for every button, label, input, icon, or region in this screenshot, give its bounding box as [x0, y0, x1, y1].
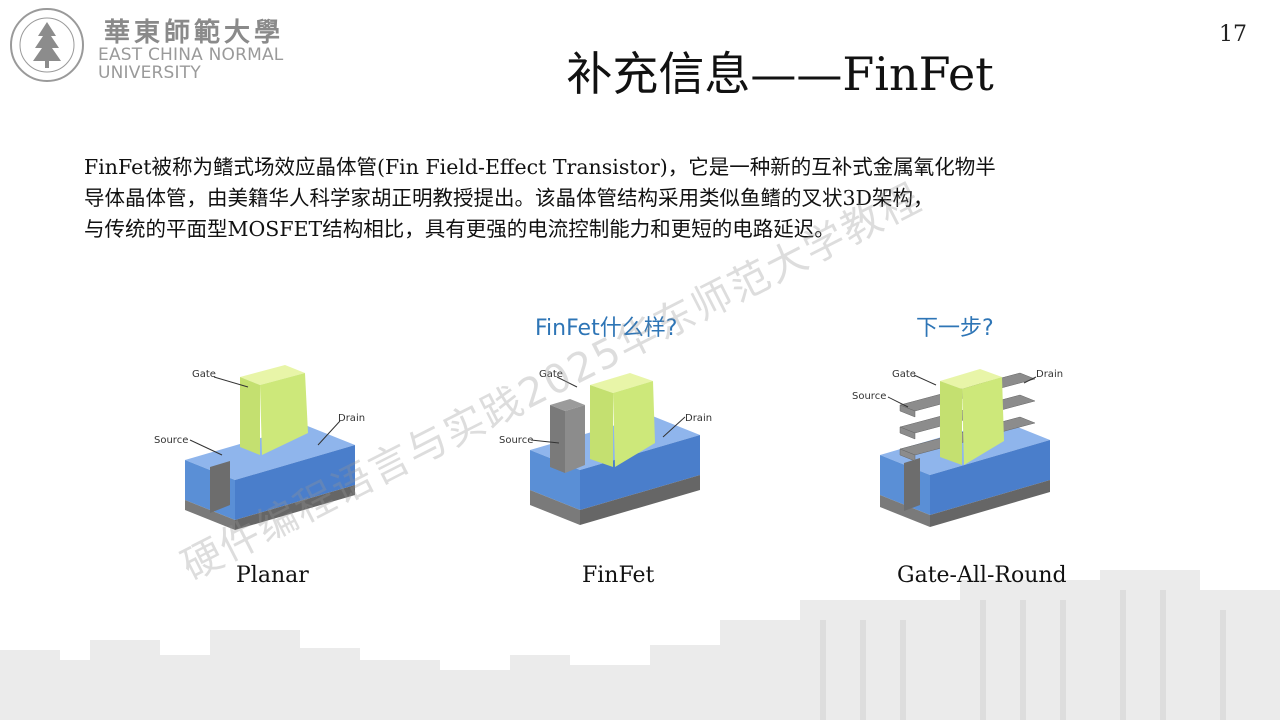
finfet-gate-label: Gate: [539, 369, 563, 380]
university-logo: 華東師範大學 EAST CHINA NORMAL UNIVERSITY: [8, 6, 298, 84]
gaa-gate-label: Gate: [892, 369, 916, 380]
planar-transistor-diagram: Gate Source Drain: [154, 365, 365, 530]
finfet-source-label: Source: [499, 435, 533, 446]
planar-gate-label: Gate: [192, 369, 216, 380]
body-line-1: FinFet被称为鳍式场效应晶体管(Fin Field-Effect Trans…: [84, 155, 996, 179]
logo-english-name-line1: EAST CHINA NORMAL: [98, 45, 284, 65]
gaa-source-label: Source: [852, 391, 886, 402]
finfet-question: FinFet什么样?: [535, 316, 678, 341]
planar-source-label: Source: [154, 435, 188, 446]
university-seal-icon: [10, 8, 84, 82]
finfet-caption: FinFet: [582, 563, 655, 588]
page-number: 17: [1219, 22, 1247, 47]
gate-all-round-transistor-diagram: Gate Source Drain: [852, 369, 1063, 527]
campus-skyline-background: [0, 570, 1280, 720]
planar-caption: Planar: [236, 563, 309, 588]
gaa-drain-label: Drain: [1036, 369, 1063, 380]
logo-chinese-name: 華東師範大學: [104, 18, 285, 48]
body-line-2: 导体晶体管，由美籍华人科学家胡正明教授提出。该晶体管结构采用类似鱼鳍的叉状3D架…: [84, 186, 934, 210]
slide-title: 补充信息——FinFet: [566, 47, 994, 101]
next-step-question: 下一步?: [916, 316, 994, 341]
body-paragraph: FinFet被称为鳍式场效应晶体管(Fin Field-Effect Trans…: [84, 152, 1204, 245]
body-line-3: 与传统的平面型MOSFET结构相比，具有更强的电流控制能力和更短的电路延迟。: [84, 217, 835, 241]
logo-english-name-line2: UNIVERSITY: [98, 63, 201, 83]
planar-drain-label: Drain: [338, 413, 365, 424]
finfet-transistor-diagram: Gate Source Drain: [499, 369, 712, 525]
finfet-drain-label: Drain: [685, 413, 712, 424]
gaa-caption: Gate-All-Round: [897, 563, 1067, 588]
